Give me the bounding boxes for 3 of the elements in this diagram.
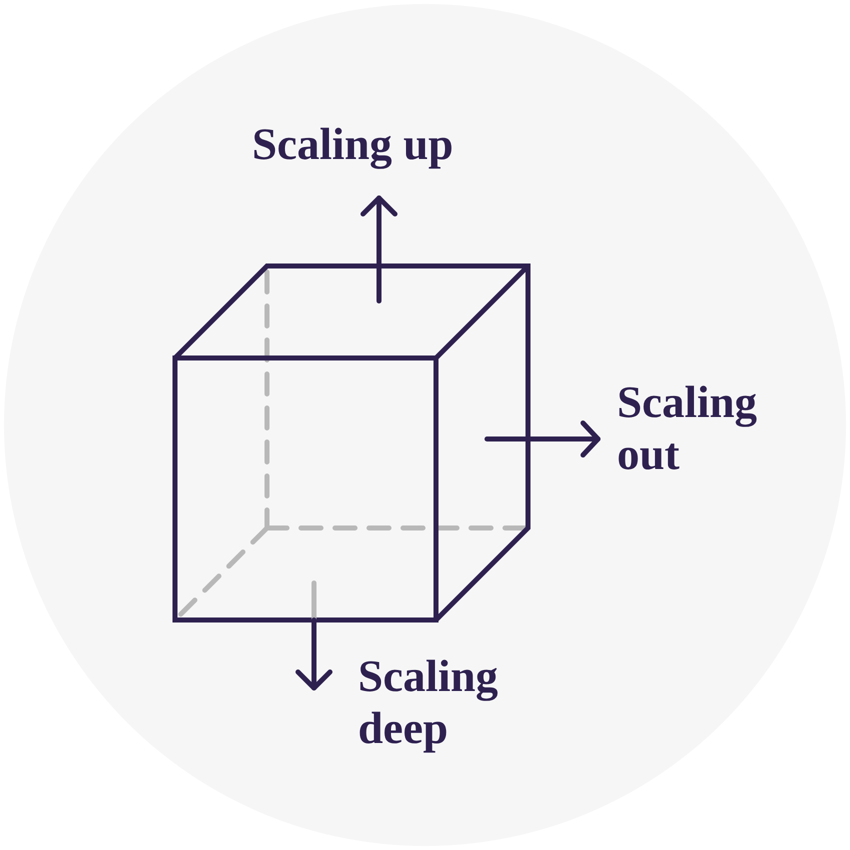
direction-label: Scaling out — [617, 376, 758, 480]
direction-label: Scaling up — [252, 118, 454, 170]
direction-label: Scaling deep — [358, 650, 500, 754]
